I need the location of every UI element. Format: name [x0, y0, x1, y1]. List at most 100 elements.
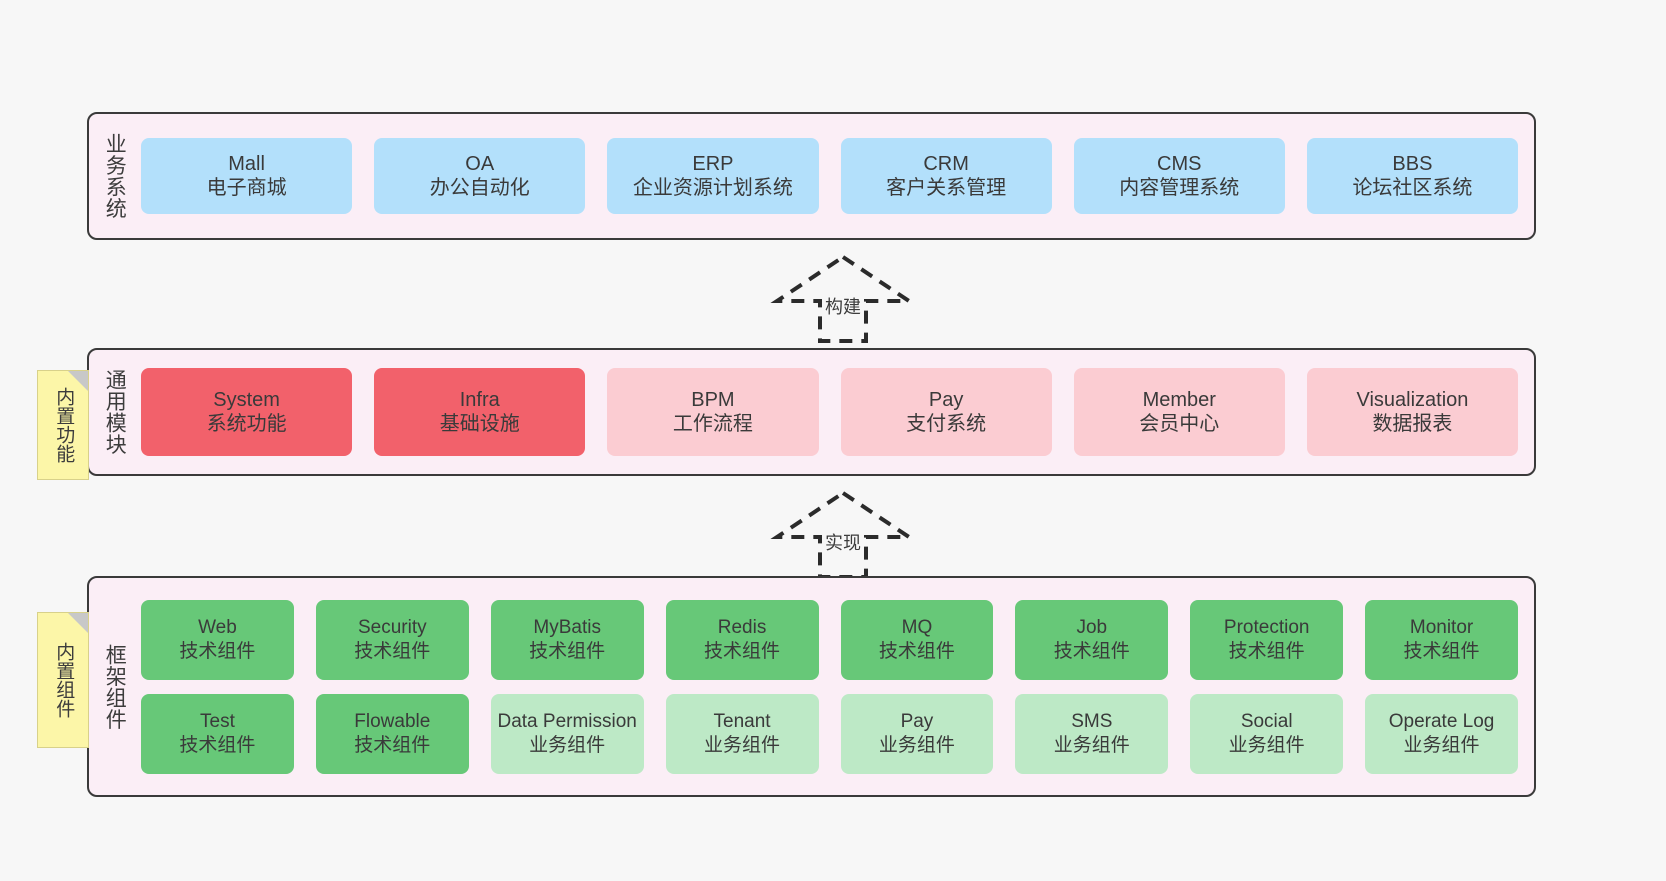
card-title: Monitor: [1409, 617, 1474, 639]
card-subtitle: 技术组件: [704, 640, 781, 662]
card-test[interactable]: Test 技术组件: [141, 693, 294, 774]
layer-framework-component: 框架组件 Web 技术组件 Security 技术组件 MyBatis 技术组件…: [87, 576, 1536, 797]
card-flowable[interactable]: Flowable 技术组件: [315, 693, 469, 774]
card-subtitle: 技术组件: [354, 640, 431, 662]
card-redis[interactable]: Redis 技术组件: [665, 599, 819, 680]
layer-title-framework-component: 框架组件: [103, 643, 127, 730]
card-title: Social: [1240, 711, 1293, 733]
card-title: Pay: [928, 388, 964, 411]
card-subtitle: 办公自动化: [429, 177, 530, 199]
note-builtin-function[interactable]: 内置功能: [37, 370, 89, 480]
card-web[interactable]: Web 技术组件: [141, 599, 294, 680]
card-title: MQ: [901, 617, 933, 639]
card-mq[interactable]: MQ 技术组件: [840, 599, 994, 680]
note-builtin-component[interactable]: 内置组件: [37, 612, 89, 748]
card-security[interactable]: Security 技术组件: [315, 599, 469, 680]
card-title: BBS: [1392, 152, 1433, 175]
card-bbs[interactable]: BBS 论坛社区系统: [1306, 138, 1519, 214]
card-title: CMS: [1157, 152, 1202, 175]
card-title: Protection: [1223, 617, 1310, 639]
card-title: Mall: [228, 152, 265, 175]
card-subtitle: 技术组件: [878, 640, 955, 662]
card-subtitle: 业务组件: [1403, 734, 1480, 756]
card-job[interactable]: Job 技术组件: [1015, 599, 1169, 680]
card-title: Job: [1076, 617, 1108, 639]
card-subtitle: 数据报表: [1372, 413, 1453, 435]
card-row: Mall 电子商城 OA 办公自动化 ERP 企业资源计划系统 CRM 客户关系…: [141, 138, 1519, 214]
layer-body-business-system: Mall 电子商城 OA 办公自动化 ERP 企业资源计划系统 CRM 客户关系…: [135, 114, 1534, 238]
card-title: CRM: [923, 152, 969, 175]
card-subtitle: 技术组件: [529, 640, 606, 662]
card-pay[interactable]: Pay 支付系统: [840, 368, 1052, 456]
card-subtitle: 基础设施: [439, 413, 520, 435]
card-data-permission[interactable]: Data Permission 业务组件: [490, 693, 644, 774]
card-title: Infra: [459, 388, 500, 411]
card-title: SMS: [1071, 711, 1113, 733]
connector-realize-arrow: 实现: [753, 489, 933, 581]
card-subtitle: 业务组件: [1228, 734, 1305, 756]
card-subtitle: 业务组件: [878, 734, 955, 756]
card-title: Pay: [900, 711, 934, 733]
card-tenant[interactable]: Tenant 业务组件: [665, 693, 819, 774]
card-subtitle: 电子商城: [206, 177, 287, 199]
generalization-arrow-shape: [770, 254, 916, 343]
card-subtitle: 技术组件: [354, 734, 431, 756]
note-fold-corner-icon: [68, 371, 88, 391]
connector-build-arrow: 构建: [753, 253, 933, 345]
layer-body-framework-component: Web 技术组件 Security 技术组件 MyBatis 技术组件 Redi…: [135, 578, 1534, 795]
card-bpm[interactable]: BPM 工作流程: [607, 368, 819, 456]
card-subtitle: 业务组件: [1053, 734, 1130, 756]
card-title: Data Permission: [497, 711, 637, 733]
card-subtitle: 客户关系管理: [886, 177, 1007, 199]
card-subtitle: 论坛社区系统: [1352, 177, 1473, 199]
card-title: Redis: [717, 617, 767, 639]
card-mybatis[interactable]: MyBatis 技术组件: [490, 599, 644, 680]
card-title: Flowable: [354, 711, 431, 733]
card-title: MyBatis: [533, 617, 601, 639]
layer-common-module: 通用模块 System 系统功能 Infra 基础设施 BPM 工作流程 Pay…: [87, 348, 1536, 476]
card-subtitle: 系统功能: [206, 413, 287, 435]
card-title: Security: [357, 617, 427, 639]
card-subtitle: 技术组件: [179, 734, 256, 756]
card-monitor[interactable]: Monitor 技术组件: [1365, 599, 1518, 680]
card-subtitle: 技术组件: [179, 640, 256, 662]
card-operate-log[interactable]: Operate Log 业务组件: [1365, 693, 1518, 774]
card-subtitle: 技术组件: [1053, 640, 1130, 662]
card-sms[interactable]: SMS 业务组件: [1015, 693, 1169, 774]
card-subtitle: 技术组件: [1228, 640, 1305, 662]
card-cms[interactable]: CMS 内容管理系统: [1073, 138, 1285, 214]
card-row: System 系统功能 Infra 基础设施 BPM 工作流程 Pay 支付系统…: [141, 368, 1519, 456]
card-subtitle: 技术组件: [1403, 640, 1480, 662]
card-title: Test: [200, 711, 235, 733]
card-row: Web 技术组件 Security 技术组件 MyBatis 技术组件 Redi…: [141, 599, 1518, 680]
card-subtitle: 业务组件: [704, 734, 781, 756]
layer-body-common-module: System 系统功能 Infra 基础设施 BPM 工作流程 Pay 支付系统…: [135, 350, 1534, 474]
note-fold-corner-icon: [68, 613, 88, 633]
card-title: Web: [198, 617, 237, 639]
card-pay-business[interactable]: Pay 业务组件: [840, 693, 994, 774]
card-title: OA: [465, 152, 495, 175]
card-social[interactable]: Social 业务组件: [1190, 693, 1344, 774]
card-member[interactable]: Member 会员中心: [1073, 368, 1285, 456]
card-erp[interactable]: ERP 企业资源计划系统: [607, 138, 819, 214]
layer-title-common-module: 通用模块: [103, 369, 127, 455]
layer-title-business-system: 业务系统: [103, 133, 127, 219]
card-visualization[interactable]: Visualization 数据报表: [1306, 368, 1519, 456]
card-infra[interactable]: Infra 基础设施: [374, 368, 586, 456]
card-subtitle: 工作流程: [672, 413, 753, 435]
card-subtitle: 业务组件: [529, 734, 606, 756]
card-crm[interactable]: CRM 客户关系管理: [840, 138, 1052, 214]
card-title: Visualization: [1356, 388, 1469, 411]
card-title: System: [213, 388, 280, 411]
card-mall[interactable]: Mall 电子商城: [141, 138, 353, 214]
card-row: Test 技术组件 Flowable 技术组件 Data Permission …: [141, 693, 1518, 774]
generalization-arrow-shape: [770, 490, 916, 579]
card-oa[interactable]: OA 办公自动化: [374, 138, 586, 214]
card-subtitle: 支付系统: [906, 413, 987, 435]
note-label: 内置功能: [53, 387, 75, 463]
card-system[interactable]: System 系统功能: [141, 368, 353, 456]
card-protection[interactable]: Protection 技术组件: [1190, 599, 1344, 680]
card-title: BPM: [691, 388, 735, 411]
card-subtitle: 企业资源计划系统: [632, 177, 793, 199]
